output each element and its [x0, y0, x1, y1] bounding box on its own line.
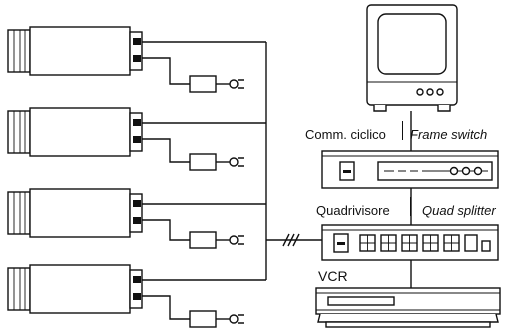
frame-switch-knob-icon: [449, 166, 459, 176]
power-adapter: [189, 153, 217, 171]
frame-switch-knob-icon: [473, 166, 483, 176]
camera-body: [29, 264, 131, 314]
quad-buttons: [359, 234, 491, 252]
monitor-knob-icon: [436, 88, 444, 96]
quad-splitter: [321, 224, 499, 261]
indicator-light-icon: [481, 240, 491, 252]
vcr: [315, 287, 501, 328]
multi-cable-mark: [282, 233, 300, 247]
vcr-base: [325, 321, 491, 328]
power-plug-icon: [229, 157, 239, 167]
monitor-screen: [377, 13, 447, 75]
power-adapter: [189, 310, 217, 328]
label-separator: [410, 197, 413, 216]
camera-3: [7, 188, 266, 249]
camera-lens: [7, 267, 31, 311]
camera-lens: [7, 110, 31, 154]
quad-button-icon: [464, 234, 478, 252]
power-plug-icon: [229, 79, 239, 89]
monitor: [366, 4, 458, 112]
frame-switch: [321, 150, 499, 189]
frame-switch-label-en: Frame switch: [410, 127, 488, 142]
camera-body: [29, 188, 131, 238]
camera-1: [7, 26, 266, 93]
tape-slot: [327, 296, 395, 306]
quad-splitter-label: Quadrivisore: [316, 203, 390, 218]
monitor-knob-icon: [426, 88, 434, 96]
quad-splitter-label-en: Quad splitter: [422, 203, 496, 218]
camera-body: [29, 26, 131, 76]
video-bus: [265, 42, 322, 280]
power-adapter: [189, 75, 217, 93]
frame-switch-label: Comm. ciclico: [305, 127, 386, 142]
camera-body: [29, 107, 131, 157]
camera-lens: [7, 29, 31, 73]
label-separator: [402, 121, 405, 140]
power-plug-icon: [229, 314, 239, 324]
camera-2: [7, 107, 266, 171]
vcr-label: VCR: [318, 268, 348, 284]
monitor-knob-icon: [416, 88, 424, 96]
power-plug-icon: [229, 235, 239, 245]
camera-lens: [7, 191, 31, 235]
power-adapter: [189, 231, 217, 249]
frame-switch-knob-icon: [461, 166, 471, 176]
camera-4: [7, 264, 266, 328]
